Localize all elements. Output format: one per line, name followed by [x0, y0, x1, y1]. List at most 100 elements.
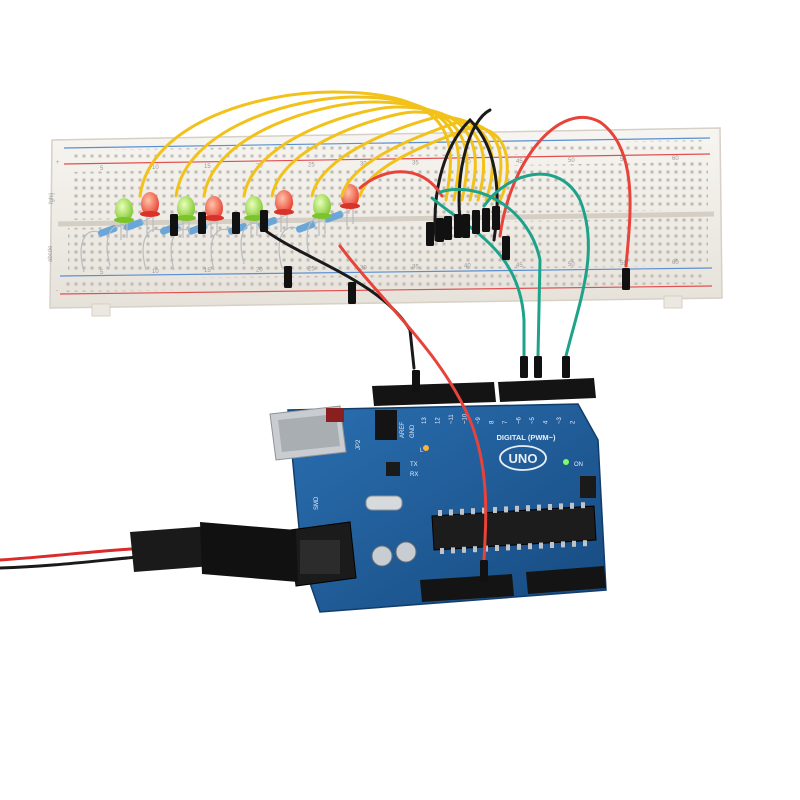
arduino-uno-board: UNO DIGITAL (PWM~) ON AREF GND TX RX L J…	[269, 378, 607, 613]
uno-logo: UNO	[509, 451, 538, 466]
power-jack	[289, 521, 357, 587]
jumper-connector	[260, 210, 268, 232]
column-number: 20	[256, 267, 263, 273]
jumper-connector	[170, 214, 178, 236]
pin-label: ~9	[476, 416, 482, 424]
column-number: 45	[516, 159, 523, 165]
column-number: 30	[360, 162, 367, 168]
breadboard: + - fghij abcde 551010151520202525303035…	[48, 127, 723, 317]
resistors	[80, 207, 355, 273]
jumper-connector	[198, 212, 206, 234]
jumper-connector	[462, 214, 470, 238]
jumper-connector	[284, 266, 292, 288]
jumper-connector	[534, 356, 542, 378]
tx-label: TX	[410, 462, 418, 468]
yellow-wire	[270, 110, 486, 202]
analog-header	[526, 566, 606, 594]
digital-pwm-label: DIGITAL (PWM~)	[496, 433, 556, 442]
jumper-connector	[436, 218, 444, 242]
jumper-connector	[444, 216, 452, 240]
row-letters-left: abcde	[48, 245, 54, 262]
yellow-wire	[174, 95, 461, 202]
column-number: 40	[464, 264, 471, 270]
capacitor-1	[371, 545, 393, 567]
led-green	[312, 194, 332, 236]
column-number: 35	[412, 161, 419, 167]
led-red	[204, 196, 224, 238]
column-number: 60	[672, 260, 679, 266]
jumper-connector	[426, 222, 434, 246]
pin-label: ~3	[557, 416, 563, 424]
leds	[114, 184, 360, 240]
yellow-wire	[358, 125, 509, 202]
column-number: 30	[360, 266, 367, 272]
pin-label: 7	[503, 420, 509, 424]
led-on	[563, 459, 569, 465]
jumper-connectors	[170, 206, 630, 582]
green-jumper-wires	[430, 172, 590, 358]
digital-header	[372, 378, 596, 406]
crystal-oscillator	[365, 495, 403, 511]
gnd-label: GND	[410, 424, 416, 438]
uno-logo-oval	[499, 445, 547, 471]
jumper-connector	[412, 370, 420, 392]
jumper-connector	[520, 356, 528, 378]
usb-chip	[386, 462, 400, 476]
column-number: 25	[308, 162, 315, 168]
breadboard-lower-terminal-strip	[68, 218, 708, 274]
column-number: 15	[204, 164, 211, 170]
rx-label: RX	[410, 472, 418, 478]
column-number: 60	[672, 156, 679, 162]
column-number: 35	[412, 265, 419, 271]
pin-label: ~6	[517, 416, 523, 424]
column-number: 50	[568, 262, 575, 268]
yellow-wire	[242, 105, 477, 202]
icsp-header	[375, 410, 397, 440]
breadboard-tab-left	[91, 303, 111, 317]
column-number: 25	[308, 266, 315, 272]
pin-label: 2	[571, 420, 577, 424]
rail-minus-label: -	[56, 288, 58, 294]
jumper-connector	[480, 560, 488, 582]
aref-label: AREF	[400, 422, 406, 438]
pin-label: 12	[436, 417, 442, 424]
l-label: L	[420, 448, 424, 454]
rail-plus-label: +	[56, 160, 60, 166]
smd-label: SMD	[314, 496, 320, 510]
breadboard-upper-terminal-strip	[70, 162, 708, 220]
pin-label: ~11	[449, 414, 455, 424]
power-cable	[0, 522, 298, 582]
led-red	[274, 190, 294, 232]
yellow-wire	[202, 100, 469, 202]
row-letters-right: fghij	[49, 193, 55, 204]
column-number: 5	[100, 270, 104, 276]
led-red	[140, 192, 160, 234]
jumper-connector	[232, 212, 240, 234]
yellow-jumper-wires	[138, 90, 509, 202]
led-green	[176, 196, 196, 238]
jumper-connector	[348, 282, 356, 304]
column-number: 10	[152, 165, 159, 171]
column-number: 50	[568, 158, 575, 164]
breadboard-center-channel	[57, 211, 715, 227]
column-number: 45	[516, 263, 523, 269]
pin-label: 13	[422, 417, 428, 424]
yellow-wire	[340, 120, 503, 202]
column-number: 55	[620, 261, 627, 267]
jumper-connector	[472, 210, 480, 234]
column-number: 10	[152, 269, 159, 275]
atmega-chip	[431, 502, 597, 554]
led-green	[244, 196, 264, 238]
power-header	[420, 574, 514, 602]
yellow-wire	[310, 115, 494, 202]
led-green	[114, 198, 134, 240]
jp2-label: JP2	[356, 439, 362, 450]
icsp2-header	[580, 476, 596, 498]
jumper-connector	[502, 236, 510, 260]
red-jumper-wires	[338, 115, 632, 562]
reset-button	[326, 408, 344, 422]
breadboard-bottom-rail	[59, 267, 713, 295]
jumper-connector	[454, 214, 462, 238]
